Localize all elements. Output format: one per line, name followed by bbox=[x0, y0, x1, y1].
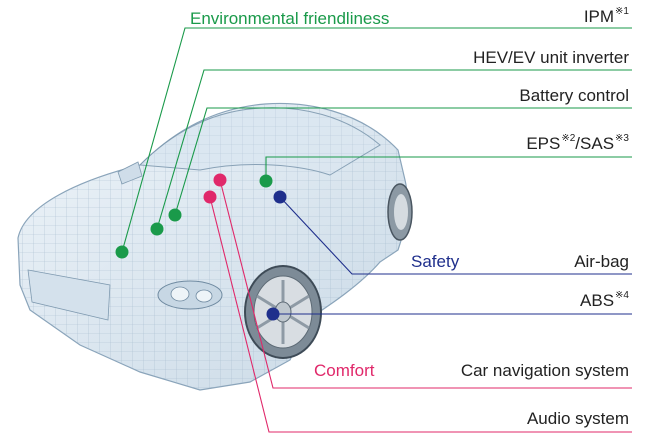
audio-text: Audio system bbox=[526, 409, 629, 428]
label-battery: Battery control bbox=[519, 87, 629, 104]
car-wireframe bbox=[17, 102, 413, 391]
category-comfort: Comfort bbox=[314, 362, 374, 379]
category-environmental-label: Environmental friendliness bbox=[190, 9, 390, 28]
label-ipm: IPM※1 bbox=[583, 6, 629, 26]
side-mirror bbox=[117, 161, 143, 185]
dot-eps bbox=[259, 174, 273, 188]
label-eps-sas: EPS※2/SAS※3 bbox=[526, 133, 629, 153]
dot-navigation bbox=[213, 173, 227, 187]
dot-battery bbox=[168, 208, 182, 222]
category-environmental: Environmental friendliness bbox=[190, 10, 389, 27]
sas-text: /SAS bbox=[575, 134, 615, 153]
headlight bbox=[157, 280, 223, 310]
label-airbag: Air-bag bbox=[574, 253, 629, 270]
inverter-text: HEV/EV unit inverter bbox=[473, 48, 629, 67]
category-safety-label: Safety bbox=[411, 252, 460, 271]
battery-text: Battery control bbox=[519, 86, 629, 105]
leader-navigation bbox=[219, 179, 632, 389]
leader-eps bbox=[265, 156, 632, 181]
airbag-text: Air-bag bbox=[574, 252, 629, 271]
leader-airbag bbox=[279, 196, 632, 275]
leader-inverter bbox=[156, 69, 632, 230]
dot-abs bbox=[266, 307, 280, 321]
leader-audio bbox=[209, 196, 632, 433]
label-abs: ABS※4 bbox=[580, 290, 629, 310]
ipm-text: IPM bbox=[583, 7, 615, 26]
navigation-text: Car navigation system bbox=[460, 361, 629, 380]
label-audio: Audio system bbox=[527, 410, 629, 427]
abs-note: ※4 bbox=[615, 290, 629, 301]
eps-text: EPS bbox=[526, 134, 561, 153]
dot-inverter bbox=[150, 222, 164, 236]
ipm-note: ※1 bbox=[615, 6, 629, 17]
dot-ipm bbox=[115, 245, 129, 259]
label-navigation: Car navigation system bbox=[461, 362, 629, 379]
dot-audio bbox=[203, 190, 217, 204]
category-comfort-label: Comfort bbox=[314, 361, 375, 380]
label-inverter: HEV/EV unit inverter bbox=[473, 49, 629, 66]
grille bbox=[27, 269, 111, 321]
leader-battery bbox=[174, 107, 632, 216]
category-safety: Safety bbox=[411, 253, 459, 270]
dot-airbag bbox=[273, 190, 287, 204]
eps-note: ※2 bbox=[561, 133, 576, 144]
leader-ipm bbox=[121, 27, 632, 253]
abs-text: ABS bbox=[580, 291, 615, 310]
sas-note: ※3 bbox=[615, 133, 629, 144]
